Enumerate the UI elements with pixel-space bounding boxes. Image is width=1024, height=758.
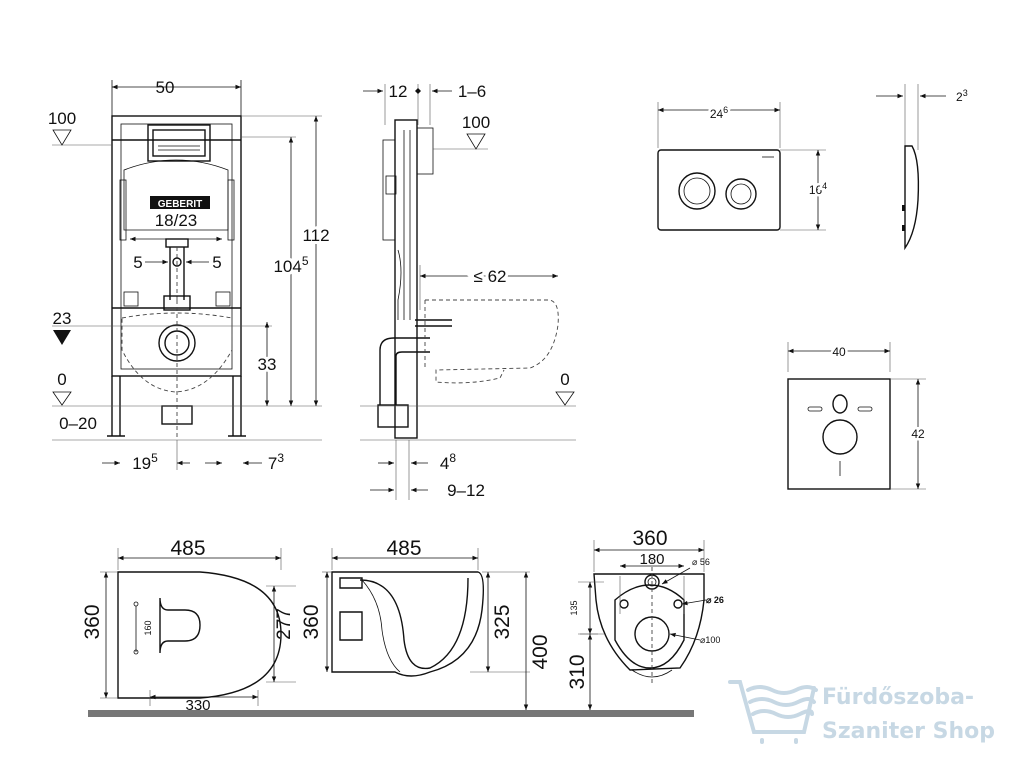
insulation-mat-view: 40 42: [787, 342, 927, 490]
offset-right-label: 5: [212, 253, 221, 272]
plate-depth-sup: 3: [963, 88, 968, 98]
pipe-spacing-label: 18/23: [155, 211, 198, 230]
bathtub-icon: [728, 680, 818, 744]
top-length-label: 485: [170, 537, 205, 560]
frame-side-view: 12 1–6 100 ≤ 62 0: [360, 82, 576, 500]
top-160-label: 160: [143, 620, 153, 635]
level-100-label: 100: [48, 109, 76, 128]
foot-19-sup: 5: [151, 451, 158, 465]
side-360-label: 360: [300, 604, 323, 639]
svg-text:246: 246: [710, 105, 728, 121]
side-4-sup: 8: [449, 451, 456, 465]
brand-label: GEBERIT: [158, 199, 202, 210]
mat-width-label: 40: [832, 345, 846, 359]
back-180-label: 180: [639, 551, 664, 568]
side-projection-label: ≤ 62: [474, 267, 507, 286]
top-width-label: 360: [81, 604, 104, 639]
plate-depth-label: 2: [956, 90, 963, 104]
level-23-label: 23: [53, 309, 72, 328]
foot-19-label: 19: [132, 454, 151, 473]
back-d100-label: ⌀100: [700, 635, 720, 645]
bowl-side-view: 485 360 325 400: [297, 537, 552, 710]
back-d26-label: ⌀ 26: [706, 595, 724, 605]
svg-text:195: 195: [132, 451, 158, 473]
watermark-line2: Szaniter Shop: [822, 719, 995, 744]
actuator-plate-view: 246 164 23: [657, 84, 968, 251]
side-1-6-label: 1–6: [458, 82, 486, 101]
plate-height-label: 16: [809, 183, 823, 197]
side-325-label: 325: [491, 604, 514, 639]
mat-height-label: 42: [911, 427, 925, 441]
floor-0-label: 0: [57, 370, 66, 389]
side-4-label: 4: [440, 454, 449, 473]
plate-height-sup: 4: [822, 181, 827, 191]
foot-7-sup: 3: [277, 451, 284, 465]
svg-text:164: 164: [809, 181, 827, 197]
side-12-label: 12: [389, 82, 408, 101]
bowl-back-view: 360 180 ⌀ 56 ⌀ 26 135 ⌀100 310: [563, 527, 724, 710]
svg-text:73: 73: [268, 451, 284, 473]
height-33-label: 33: [258, 355, 277, 374]
side-9-12-label: 9–12: [447, 481, 485, 500]
side-400-label: 400: [529, 634, 552, 669]
brand-badge: [150, 196, 210, 209]
foot-7-label: 7: [268, 454, 277, 473]
svg-text:23: 23: [956, 88, 968, 104]
top-277-label: 277: [274, 608, 295, 640]
back-d56-label: ⌀ 56: [692, 557, 710, 567]
back-310-label: 310: [566, 654, 589, 689]
shop-watermark: Fürdőszoba- Szaniter Shop: [728, 680, 995, 744]
svg-text:48: 48: [440, 451, 456, 473]
floor-range-label: 0–20: [59, 414, 97, 433]
plate-width-label: 24: [710, 107, 724, 121]
plate-width-sup: 6: [723, 105, 728, 115]
frame-front-view: 50 GEBERIT 18/23 5 5: [48, 78, 333, 473]
height-112-label: 112: [302, 226, 329, 245]
side-floor-label: 0: [560, 370, 569, 389]
offset-left-label: 5: [133, 253, 142, 272]
back-width-label: 360: [632, 527, 667, 550]
back-135-label: 135: [569, 600, 579, 615]
svg-text:1045: 1045: [273, 254, 308, 276]
side-length-label: 485: [386, 537, 421, 560]
height-104-sup: 5: [302, 254, 309, 268]
watermark-line1: Fürdőszoba-: [822, 685, 974, 710]
height-104-label: 104: [273, 257, 301, 276]
frame-width-label: 50: [156, 78, 175, 97]
bowl-top-view: 485 160 360 277 330: [78, 537, 296, 714]
top-330-label: 330: [185, 697, 210, 714]
floor-line: [88, 710, 694, 717]
side-100-label: 100: [462, 113, 490, 132]
